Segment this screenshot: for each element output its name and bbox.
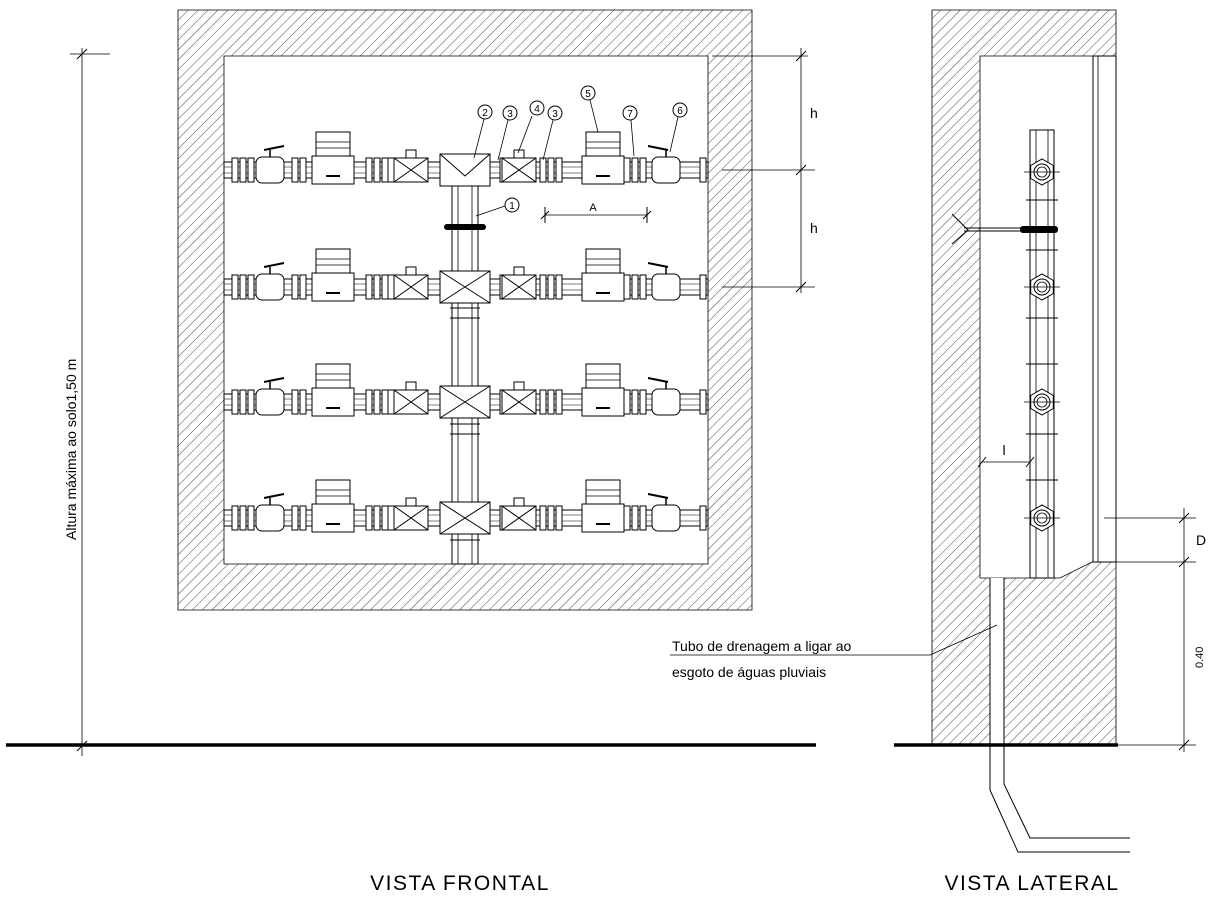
side-fitting [1024,273,1060,301]
side-fitting [1024,158,1060,186]
side-fitting [1024,388,1060,416]
side-door-frame [1092,55,1117,563]
side-vertical-pipe [1026,129,1058,579]
callout-7-label: 7 [627,109,633,120]
callout-2: 2 [473,104,493,159]
callout-3a-label: 3 [507,109,513,120]
callout-4-label: 4 [534,104,540,115]
dimension-d: D 0.40 [1104,508,1206,752]
callout-6: 6 [669,102,688,153]
callout-7: 7 [622,105,638,157]
meter-rows [223,131,709,535]
height-label: Altura máxima ao solo1,50 m [63,359,79,540]
meter-row [223,479,709,535]
callout-5: 5 [580,85,599,133]
side-view: l D 0.40 [670,9,1206,853]
callout-1-label: 1 [509,201,515,212]
side-view-title: VISTA LATERAL [944,872,1119,895]
side-fitting [1024,504,1060,532]
pipe-clamp [444,224,486,230]
drainage-pipe [989,578,1130,853]
dimension-a: A [540,202,652,223]
callout-5-label: 5 [585,89,591,100]
callout-3b: 3 [542,105,563,161]
front-view-title: VISTA FRONTAL [370,872,550,895]
meter-row [223,248,709,304]
drain-note-line1: Tubo de drenagem a ligar ao [672,638,851,654]
callout-2-label: 2 [482,108,488,119]
dimension-h-bottom-label: h [810,220,818,236]
dimension-drain-label: 0.40 [1194,647,1206,668]
callout-3b-label: 3 [552,109,558,120]
callout-1: 1 [475,197,520,217]
callout-4: 4 [517,100,545,154]
note-leader [929,624,998,656]
meter-row [223,131,709,187]
callout-6-label: 6 [677,106,683,117]
front-view: 1 2 3 4 5 [6,9,818,756]
side-fittings [1024,158,1060,532]
vertical-riser [450,179,480,565]
side-wall-hatch [931,9,1117,746]
side-bracket [951,213,1058,245]
dimension-height: Altura máxima ao solo1,50 m [63,48,110,756]
part-callouts: 1 2 3 4 5 [473,85,688,217]
callout-3a: 3 [497,105,518,161]
dimension-d-label: D [1196,532,1206,548]
meter-row [223,363,709,419]
drain-note-line2: esgoto de águas pluviais [672,664,826,680]
dimension-l-label: l [1002,442,1005,458]
dimension-l: l [977,442,1035,468]
dimension-a-label: A [589,202,597,214]
dimension-h-top-label: h [810,105,818,121]
dimension-h: h h [712,48,818,293]
